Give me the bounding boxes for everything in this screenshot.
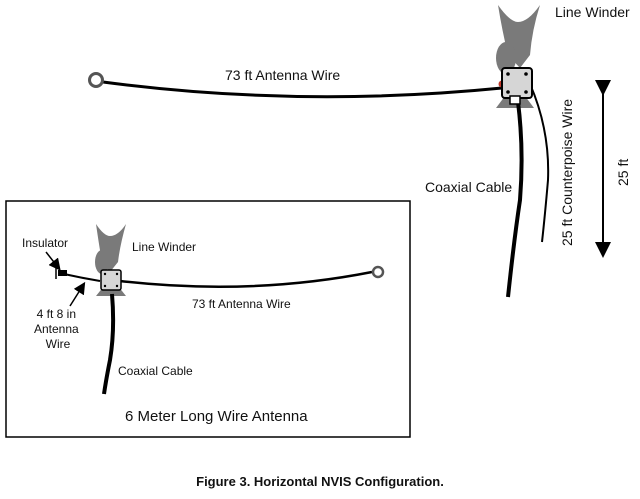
main-coax-label: Coaxial Cable (425, 179, 512, 195)
inset-frame (5, 200, 411, 438)
insulator-arrow (45, 251, 61, 271)
inset-diagram: Insulator Line Winder 73 ft Antenna Wire… (5, 200, 411, 438)
main-matching-box (501, 67, 533, 105)
short-wire-arrow (69, 281, 86, 307)
main-antenna-wire-label: 73 ft Antenna Wire (225, 67, 340, 83)
inset-matching-box (100, 269, 122, 291)
main-diagram: Line Winder 73 ft Antenna Wire Coaxial C… (88, 4, 631, 298)
inset-short-wire (63, 273, 101, 282)
inset-antenna-wire (119, 270, 373, 289)
main-counterpoise-label: 25 ft Counterpoise Wire (559, 99, 575, 246)
inset-insulator-label: Insulator (22, 236, 68, 250)
inset-insulator (58, 270, 67, 276)
main-height-label: 25 ft (615, 159, 631, 186)
main-antenna-wire (102, 80, 503, 99)
figure-caption: Figure 3. Horizontal NVIS Configuration. (196, 474, 444, 489)
inset-coax-cable (102, 293, 116, 395)
inset-antenna-wire-label: 73 ft Antenna Wire (192, 297, 291, 311)
inset-coax-label: Coaxial Cable (118, 364, 193, 378)
inset-short-wire-label: 4 ft 8 in Antenna Wire (34, 307, 82, 351)
main-counterpoise-wire (529, 83, 550, 243)
main-line-winder-label: Line Winder (555, 4, 630, 20)
inset-title: 6 Meter Long Wire Antenna (125, 408, 308, 425)
main-coax-cable (506, 101, 524, 298)
main-end-ring (88, 72, 104, 88)
inset-line-winder-label: Line Winder (132, 240, 196, 254)
inset-end-ring (371, 265, 385, 279)
